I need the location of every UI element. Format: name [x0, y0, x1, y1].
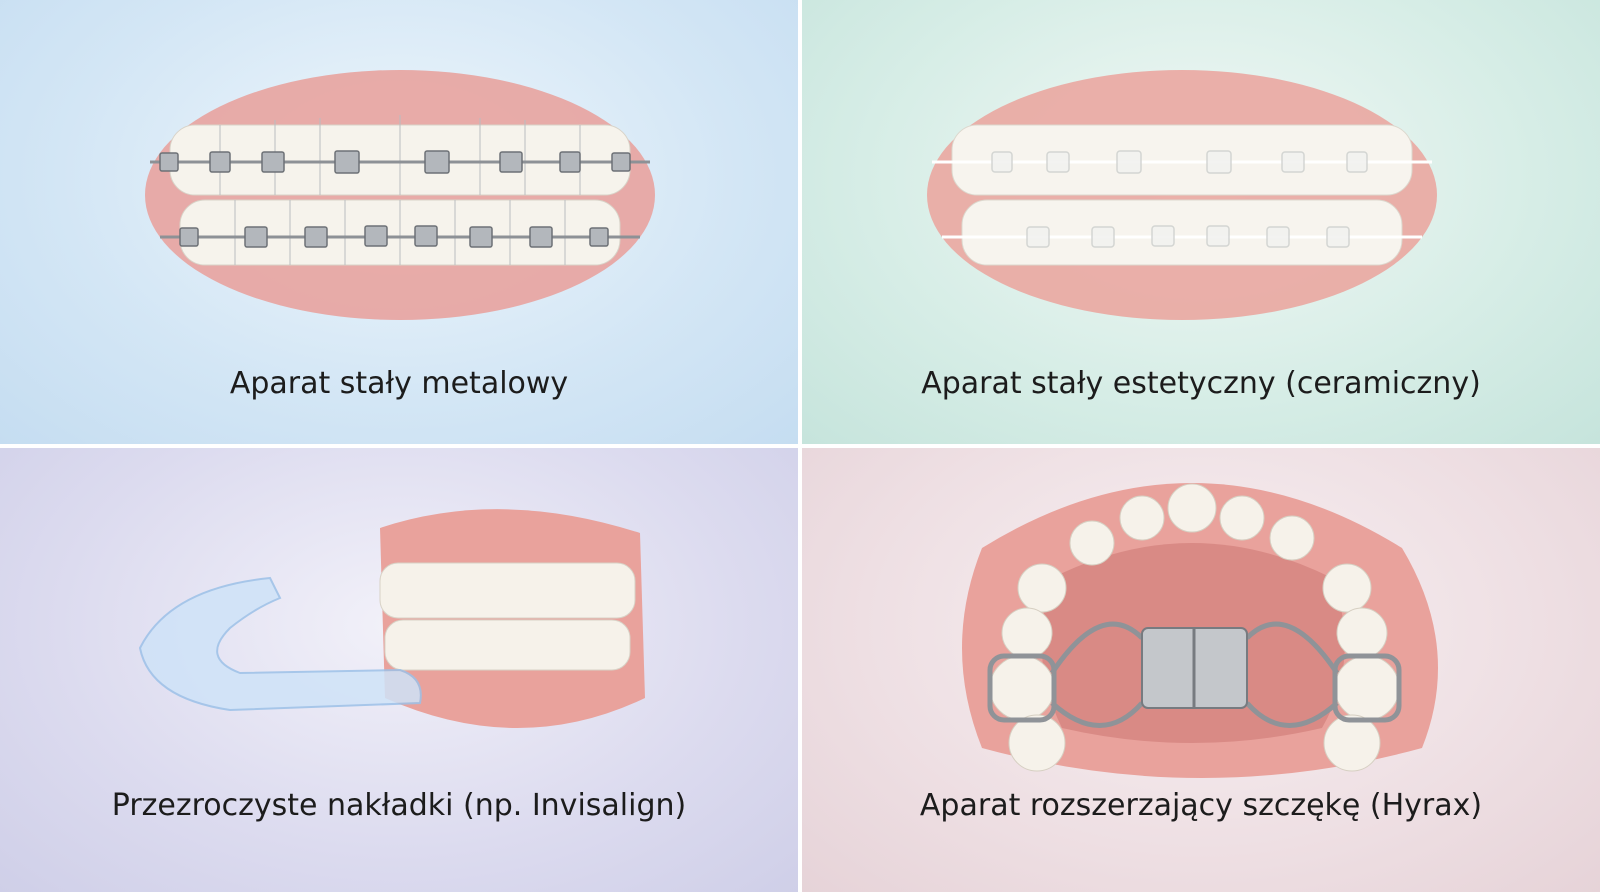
caption-metal-braces: Aparat stały metalowy: [229, 366, 569, 401]
panel-hyrax-expander: Aparat rozszerzający szczękę (Hyrax): [802, 448, 1600, 892]
panel-metal-braces: Aparat stały metalowy: [0, 0, 798, 444]
clear-aligners-illustration: [138, 509, 645, 728]
caption-ceramic-braces: Aparat stały estetyczny (ceramiczny): [921, 366, 1481, 401]
hyrax-expander-illustration: [962, 483, 1438, 778]
panel-ceramic-braces: Aparat stały estetyczny (ceramiczny): [802, 0, 1600, 444]
ceramic-braces-illustration: [927, 70, 1437, 320]
metal-braces-illustration: [145, 70, 655, 320]
caption-hyrax-expander: Aparat rozszerzający szczękę (Hyrax): [919, 788, 1483, 823]
caption-clear-aligners: Przezroczyste nakładki (np. Invisalign): [111, 788, 687, 823]
panel-clear-aligners: Przezroczyste nakładki (np. Invisalign): [0, 448, 798, 892]
